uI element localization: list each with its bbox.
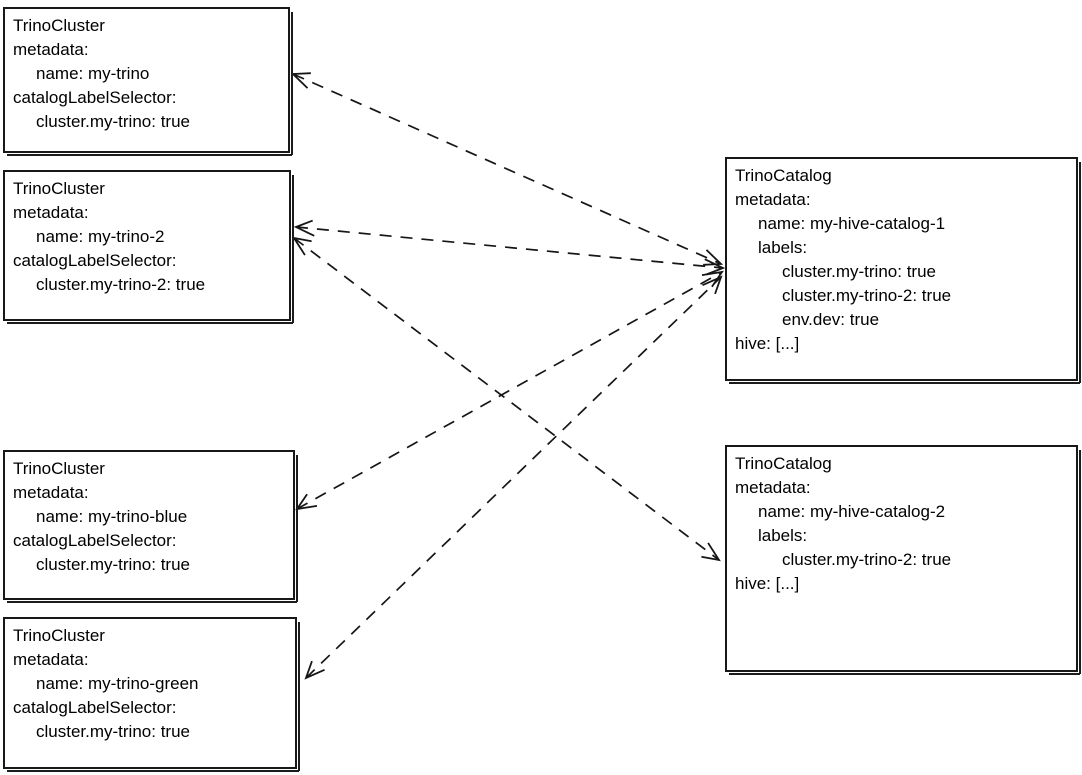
connector-my-trino-2--my-hive-catalog-1: [293, 219, 726, 276]
yaml-line: cluster.my-trino: true: [36, 722, 190, 741]
yaml-line: catalogLabelSelector:: [13, 698, 177, 717]
yaml-line: TrinoCluster: [13, 459, 105, 478]
yaml-line: name: my-trino-green: [36, 674, 199, 693]
yaml-line: cluster.my-trino: true: [36, 555, 190, 574]
connector-my-trino--my-hive-catalog-1: [290, 72, 724, 266]
yaml-line: TrinoCluster: [13, 626, 105, 645]
yaml-line: labels:: [758, 526, 808, 545]
yaml-line: TrinoCatalog: [735, 454, 832, 473]
yaml-line: name: my-trino-blue: [36, 507, 188, 526]
node-trino-cluster-my-trino-2: TrinoCluster metadata: name: my-trino-2 cat…: [3, 170, 294, 324]
connector-my-trino-2--my-hive-catalog-2: [292, 236, 721, 562]
yaml-line: name: my-hive-catalog-1: [758, 214, 946, 233]
yaml-line: cluster.my-trino-2: true: [782, 286, 952, 305]
yaml-line: name: my-hive-catalog-2: [758, 502, 946, 521]
yaml-line: name: my-trino: [36, 64, 150, 83]
node-trino-catalog-my-hive-catalog-1: TrinoCatalog metadata: name: my-hive-catal…: [725, 157, 1081, 384]
yaml-line: hive: [...]: [735, 334, 800, 353]
yaml-line: TrinoCatalog: [735, 166, 832, 185]
yaml-line: env.dev: true: [782, 310, 880, 329]
yaml-line: metadata:: [13, 40, 89, 59]
yaml-line: cluster.my-trino: true: [782, 262, 936, 281]
yaml-line: labels:: [758, 238, 808, 257]
node-trino-cluster-my-trino-green: TrinoCluster metadata: name: my-trino-gree…: [3, 617, 300, 772]
node-trino-cluster-my-trino-blue: TrinoCluster metadata: name: my-trino-blue…: [3, 450, 298, 603]
yaml-line: name: my-trino-2: [36, 227, 165, 246]
yaml-line: metadata:: [735, 478, 811, 497]
yaml-line: metadata:: [13, 203, 89, 222]
yaml-line: TrinoCluster: [13, 16, 105, 35]
yaml-line: metadata:: [13, 650, 89, 669]
yaml-line: cluster.my-trino: true: [36, 112, 190, 131]
node-trino-cluster-my-trino: TrinoCluster metadata: name: my-trino catal…: [3, 7, 293, 156]
yaml-line: cluster.my-trino-2: true: [782, 550, 952, 569]
yaml-line: hive: [...]: [735, 574, 800, 593]
yaml-line: TrinoCluster: [13, 179, 105, 198]
yaml-line: catalogLabelSelector:: [13, 251, 177, 270]
connector-my-trino-green--my-hive-catalog-1: [304, 275, 723, 680]
yaml-line: catalogLabelSelector:: [13, 531, 177, 550]
node-trino-catalog-my-hive-catalog-2: TrinoCatalog metadata: name: my-hive-catal…: [725, 445, 1081, 675]
yaml-line: metadata:: [735, 190, 811, 209]
yaml-line: metadata:: [13, 483, 89, 502]
yaml-line: catalogLabelSelector:: [13, 88, 177, 107]
yaml-line: cluster.my-trino-2: true: [36, 275, 206, 294]
connector-my-trino-blue--my-hive-catalog-1: [295, 270, 724, 511]
